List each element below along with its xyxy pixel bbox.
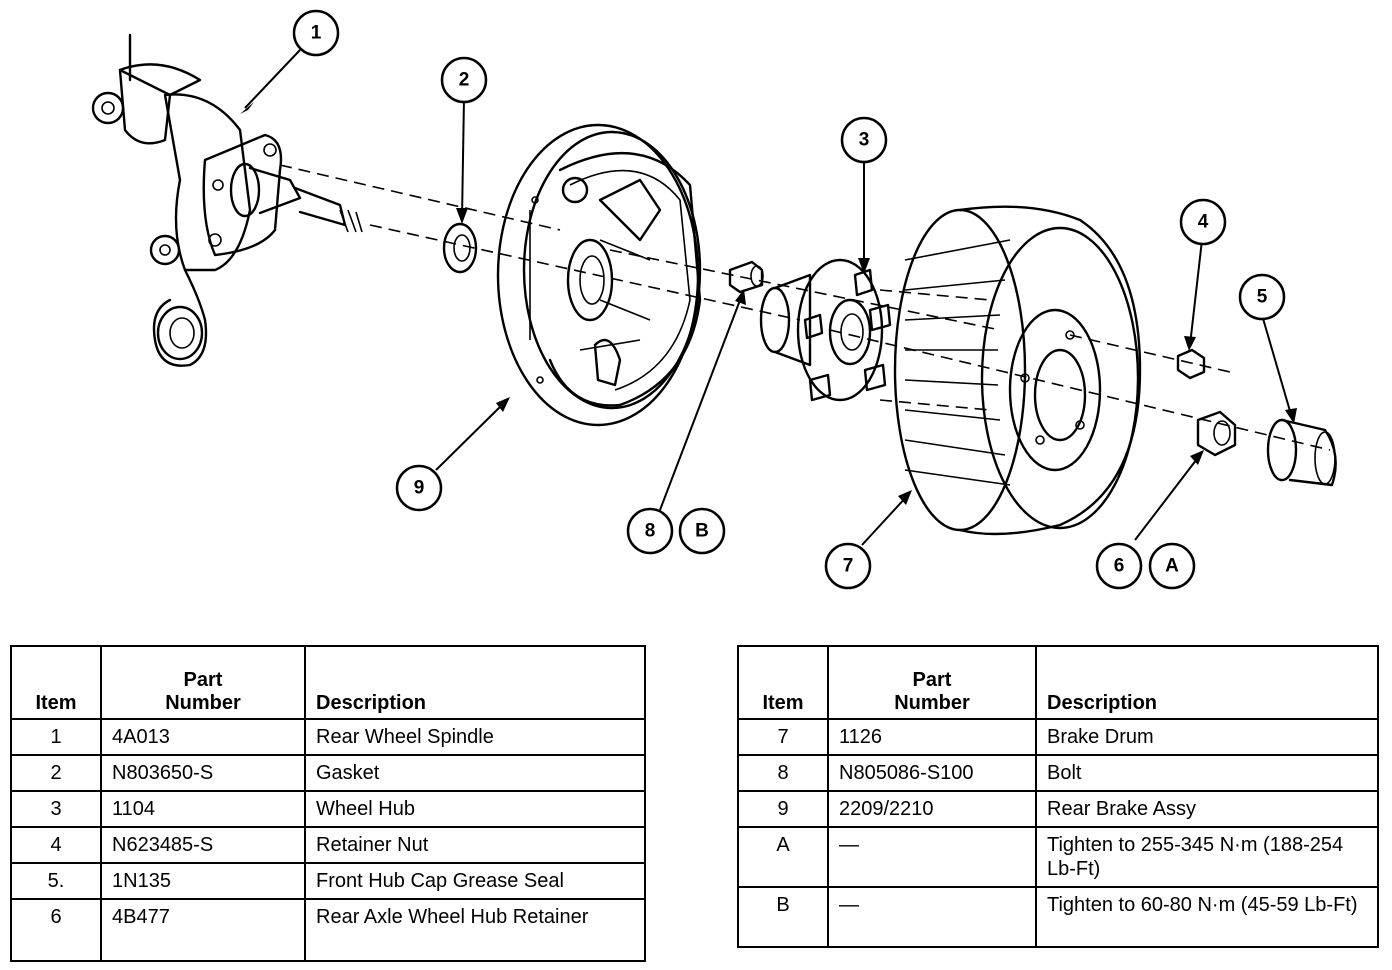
svg-text:B: B xyxy=(695,521,709,542)
row-description: Gasket xyxy=(304,754,646,792)
row-description: Retainer Nut xyxy=(304,826,646,864)
row-part-number: N805086-S100 xyxy=(827,754,1037,792)
table-row: 6 4B477 Rear Axle Wheel Hub Retainer xyxy=(10,898,646,962)
svg-text:A: A xyxy=(1165,556,1179,577)
row-part-number: — xyxy=(827,886,1037,948)
callout-7: 7 xyxy=(824,542,872,590)
parts-table-right: Item Part Number Description 7 1126 Brak… xyxy=(737,645,1379,948)
assembly-axis-lines xyxy=(279,164,1331,451)
row-part-number: 2209/2210 xyxy=(827,790,1037,828)
svg-text:5: 5 xyxy=(1257,287,1268,308)
table-row: 8 N805086-S100 Bolt xyxy=(737,754,1379,792)
table-row: 9 2209/2210 Rear Brake Assy xyxy=(737,790,1379,828)
table-row: 1 4A013 Rear Wheel Spindle xyxy=(10,718,646,756)
retainer-nut-part xyxy=(1176,348,1206,380)
row-item: 8 xyxy=(737,754,829,792)
row-item: 6 xyxy=(10,898,102,962)
callout-8: 8 xyxy=(626,507,674,555)
row-item: B xyxy=(737,886,829,948)
wheel-hub-part xyxy=(759,258,892,402)
row-item: 3 xyxy=(10,790,102,828)
header-part-number: Part Number xyxy=(100,645,306,720)
row-item: 1 xyxy=(10,718,102,756)
header-part-number: Part Number xyxy=(827,645,1037,720)
row-part-number: N623485-S xyxy=(100,826,306,864)
svg-text:7: 7 xyxy=(843,556,854,577)
callout-5: 5 xyxy=(1238,273,1286,321)
table-header-row: Item Part Number Description xyxy=(737,645,1379,720)
header-part-number-line2: Number xyxy=(894,692,970,714)
table-row: 3 1104 Wheel Hub xyxy=(10,790,646,828)
table-row: 4 N623485-S Retainer Nut xyxy=(10,826,646,864)
row-part-number: 1104 xyxy=(100,790,306,828)
callout-4: 4 xyxy=(1179,198,1227,246)
hub-cap-part xyxy=(1266,418,1337,487)
row-item: 4 xyxy=(10,826,102,864)
row-item: 5. xyxy=(10,862,102,900)
table-row: 7 1126 Brake Drum xyxy=(737,718,1379,756)
callout-2: 2 xyxy=(440,56,488,104)
callout-6: 6 xyxy=(1095,542,1143,590)
header-description: Description xyxy=(1035,645,1379,720)
table-row: B — Tighten to 60-80 N·m (45-59 Lb-Ft) xyxy=(737,886,1379,948)
callout-B: B xyxy=(678,507,726,555)
row-description: Tighten to 60-80 N·m (45-59 Lb-Ft) xyxy=(1035,886,1379,948)
row-description: Tighten to 255-345 N·m (188-254 Lb-Ft) xyxy=(1035,826,1379,888)
svg-text:9: 9 xyxy=(414,478,425,499)
row-item: 9 xyxy=(737,790,829,828)
table-header-row: Item Part Number Description xyxy=(10,645,646,720)
callout-9: 9 xyxy=(395,464,443,512)
row-description: Brake Drum xyxy=(1035,718,1379,756)
leader-lines xyxy=(240,49,1297,546)
brake-drum-part xyxy=(893,205,1142,536)
row-description: Rear Brake Assy xyxy=(1035,790,1379,828)
gasket-part xyxy=(442,222,478,274)
row-description: Rear Axle Wheel Hub Retainer xyxy=(304,898,646,962)
row-part-number: 4A013 xyxy=(100,718,306,756)
header-part-number-line2: Number xyxy=(165,692,241,714)
row-part-number: 4B477 xyxy=(100,898,306,962)
svg-text:8: 8 xyxy=(645,521,656,542)
callout-1: 1 xyxy=(292,9,340,57)
row-part-number: 1N135 xyxy=(100,862,306,900)
row-description: Front Hub Cap Grease Seal xyxy=(304,862,646,900)
brake-assembly-part xyxy=(496,123,702,427)
spindle-part xyxy=(91,33,363,367)
exploded-view-diagram: 1 2 3 4 5 6 A 7 8 B 9 xyxy=(91,9,1337,590)
parts-table-left: Item Part Number Description 1 4A013 Rea… xyxy=(10,645,646,962)
row-description: Bolt xyxy=(1035,754,1379,792)
svg-text:1: 1 xyxy=(311,23,322,44)
bolt-part xyxy=(728,260,764,294)
svg-text:3: 3 xyxy=(859,130,870,151)
header-part-number-line1: Part xyxy=(912,669,952,691)
row-description: Rear Wheel Spindle xyxy=(304,718,646,756)
callout-3: 3 xyxy=(840,116,888,164)
table-row: 5. 1N135 Front Hub Cap Grease Seal xyxy=(10,862,646,900)
hub-retainer-part xyxy=(1196,410,1237,457)
row-item: 7 xyxy=(737,718,829,756)
svg-text:6: 6 xyxy=(1114,556,1125,577)
header-description: Description xyxy=(304,645,646,720)
row-item: A xyxy=(737,826,829,888)
row-item: 2 xyxy=(10,754,102,792)
row-part-number: 1126 xyxy=(827,718,1037,756)
table-row: 2 N803650-S Gasket xyxy=(10,754,646,792)
svg-text:2: 2 xyxy=(459,70,470,91)
row-part-number: — xyxy=(827,826,1037,888)
header-item: Item xyxy=(737,645,829,720)
header-item: Item xyxy=(10,645,102,720)
row-part-number: N803650-S xyxy=(100,754,306,792)
table-row: A — Tighten to 255-345 N·m (188-254 Lb-F… xyxy=(737,826,1379,888)
callout-A: A xyxy=(1148,542,1196,590)
svg-text:4: 4 xyxy=(1198,212,1209,233)
row-description: Wheel Hub xyxy=(304,790,646,828)
header-part-number-line1: Part xyxy=(183,669,223,691)
